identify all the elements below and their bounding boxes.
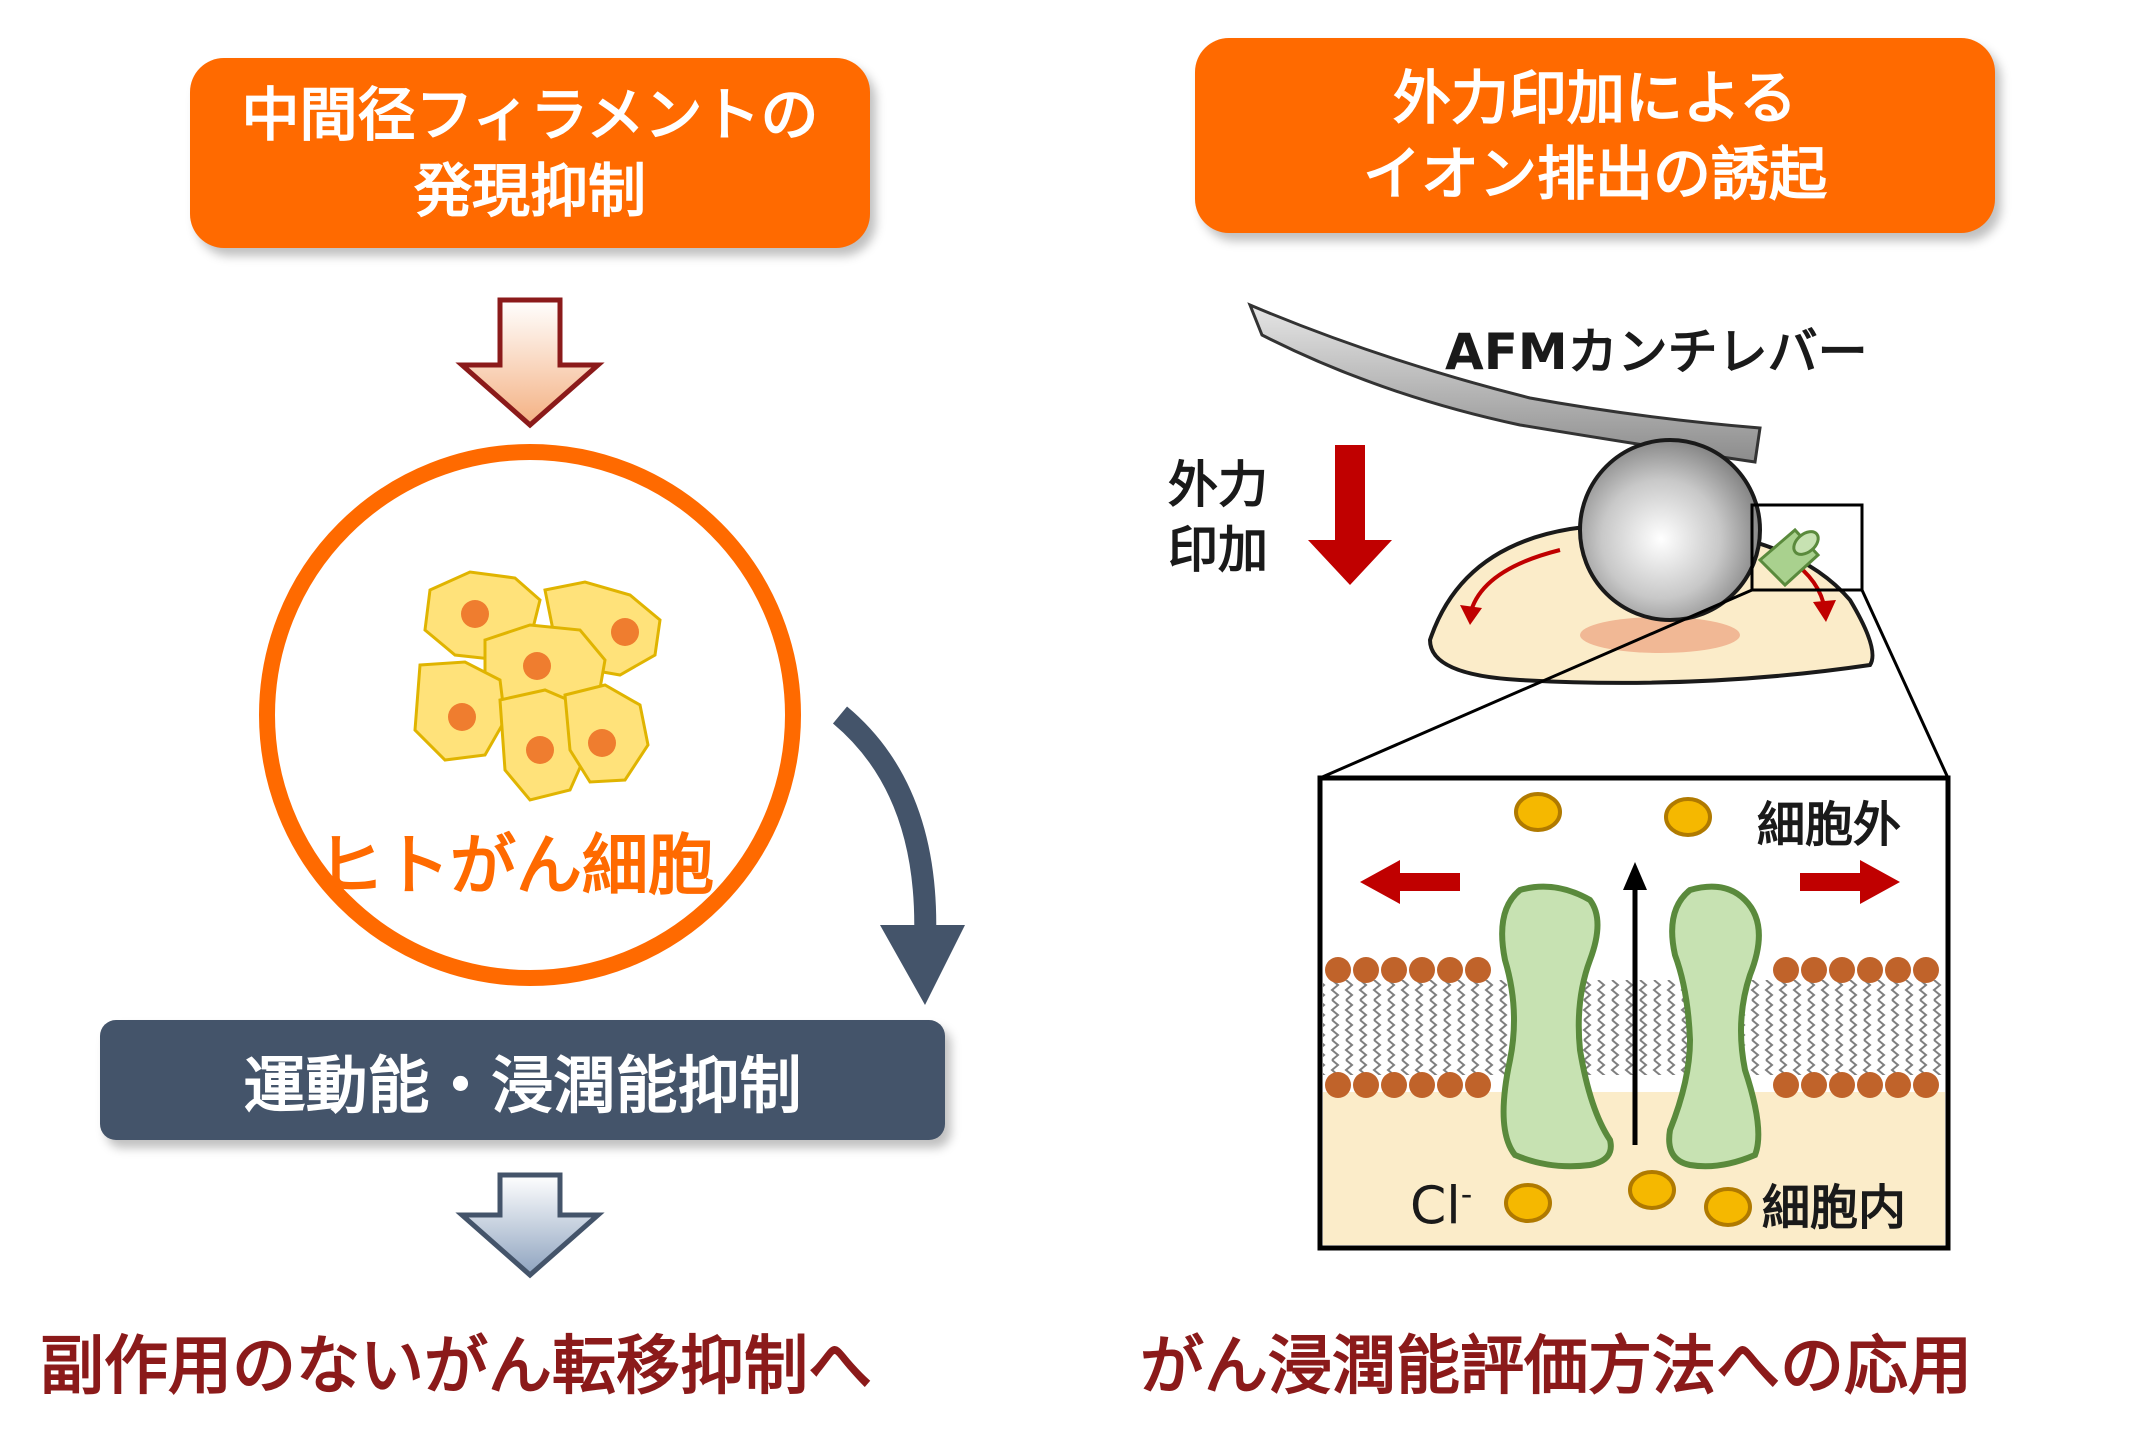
lipid-head xyxy=(1773,1072,1799,1098)
force-label-line2: 印加 xyxy=(1168,521,1268,579)
chloride-ions xyxy=(1504,792,1752,1227)
lipid-head xyxy=(1801,957,1827,983)
ion-efflux-line1: 外力印加による xyxy=(1392,63,1798,132)
cell-nuclei xyxy=(448,600,639,764)
right-conclusion-text: がん浸潤能評価方法への応用 xyxy=(1140,1330,1972,1404)
extracellular-label: 細胞外 xyxy=(1757,797,1902,853)
force-label-line1: 外力 xyxy=(1168,456,1268,514)
chloride-charge: - xyxy=(1460,1175,1473,1213)
ion-efflux-line2: イオン排出の誘起 xyxy=(1362,139,1827,208)
lipid-head xyxy=(1353,957,1379,983)
force-arrow xyxy=(1308,445,1392,585)
lipid-head xyxy=(1857,957,1883,983)
lipid-head xyxy=(1885,1072,1911,1098)
lipid-head xyxy=(1465,957,1491,983)
lipid-head xyxy=(1829,1072,1855,1098)
lipid-head xyxy=(1437,957,1463,983)
lipid-head xyxy=(1857,1072,1883,1098)
lipid-head xyxy=(1829,957,1855,983)
expression-suppression-line1: 中間径フィラメントの xyxy=(241,81,819,149)
lipid-head xyxy=(1325,957,1351,983)
lipid-head xyxy=(1913,1072,1939,1098)
lipid-head xyxy=(1353,1072,1379,1098)
lipid-head xyxy=(1773,957,1799,983)
cell-nucleus xyxy=(1580,617,1740,653)
motility-suppression-box: 運動能・浸潤能抑制 xyxy=(100,1020,945,1140)
lipid-head xyxy=(1325,1072,1351,1098)
intracellular-label: 細胞内 xyxy=(1762,1180,1907,1236)
channel-left-half xyxy=(1499,883,1614,1170)
lipid-head xyxy=(1409,957,1435,983)
ion-efflux-box: 外力印加による イオン排出の誘起 xyxy=(1195,38,1995,233)
lipid-head xyxy=(1381,957,1407,983)
expression-suppression-box: 中間径フィラメントの 発現抑制 xyxy=(190,58,870,248)
cell-label: ヒトがん細胞 xyxy=(318,827,714,904)
lipid-head xyxy=(1801,1072,1827,1098)
chloride-ion-label: Cl- xyxy=(1410,1175,1472,1236)
surface-channel xyxy=(1757,527,1821,588)
curved-arrow-to-suppression xyxy=(832,706,937,941)
lipid-head xyxy=(1465,1072,1491,1098)
chloride-symbol: Cl xyxy=(1410,1176,1461,1237)
down-arrow-to-cell xyxy=(455,297,605,429)
lipid-head xyxy=(1913,957,1939,983)
lipid-head xyxy=(1409,1072,1435,1098)
zoom-region xyxy=(1750,503,1864,592)
channel-right-half xyxy=(1666,883,1762,1170)
afm-cantilever xyxy=(1247,302,1762,464)
cantilever-label: AFMカンチレバー xyxy=(1445,323,1868,381)
expression-suppression-line2: 発現抑制 xyxy=(413,157,646,225)
lipid-head xyxy=(1437,1072,1463,1098)
motility-suppression-text: 運動能・浸潤能抑制 xyxy=(243,1049,802,1122)
left-conclusion-text: 副作用のないがん転移抑制へ xyxy=(40,1330,872,1404)
lipid-head xyxy=(1885,957,1911,983)
lipid-head xyxy=(1381,1072,1407,1098)
afm-probe-ball xyxy=(1578,438,1762,622)
down-arrow-to-result xyxy=(455,1172,605,1279)
membrane-inset xyxy=(1317,775,1951,1251)
